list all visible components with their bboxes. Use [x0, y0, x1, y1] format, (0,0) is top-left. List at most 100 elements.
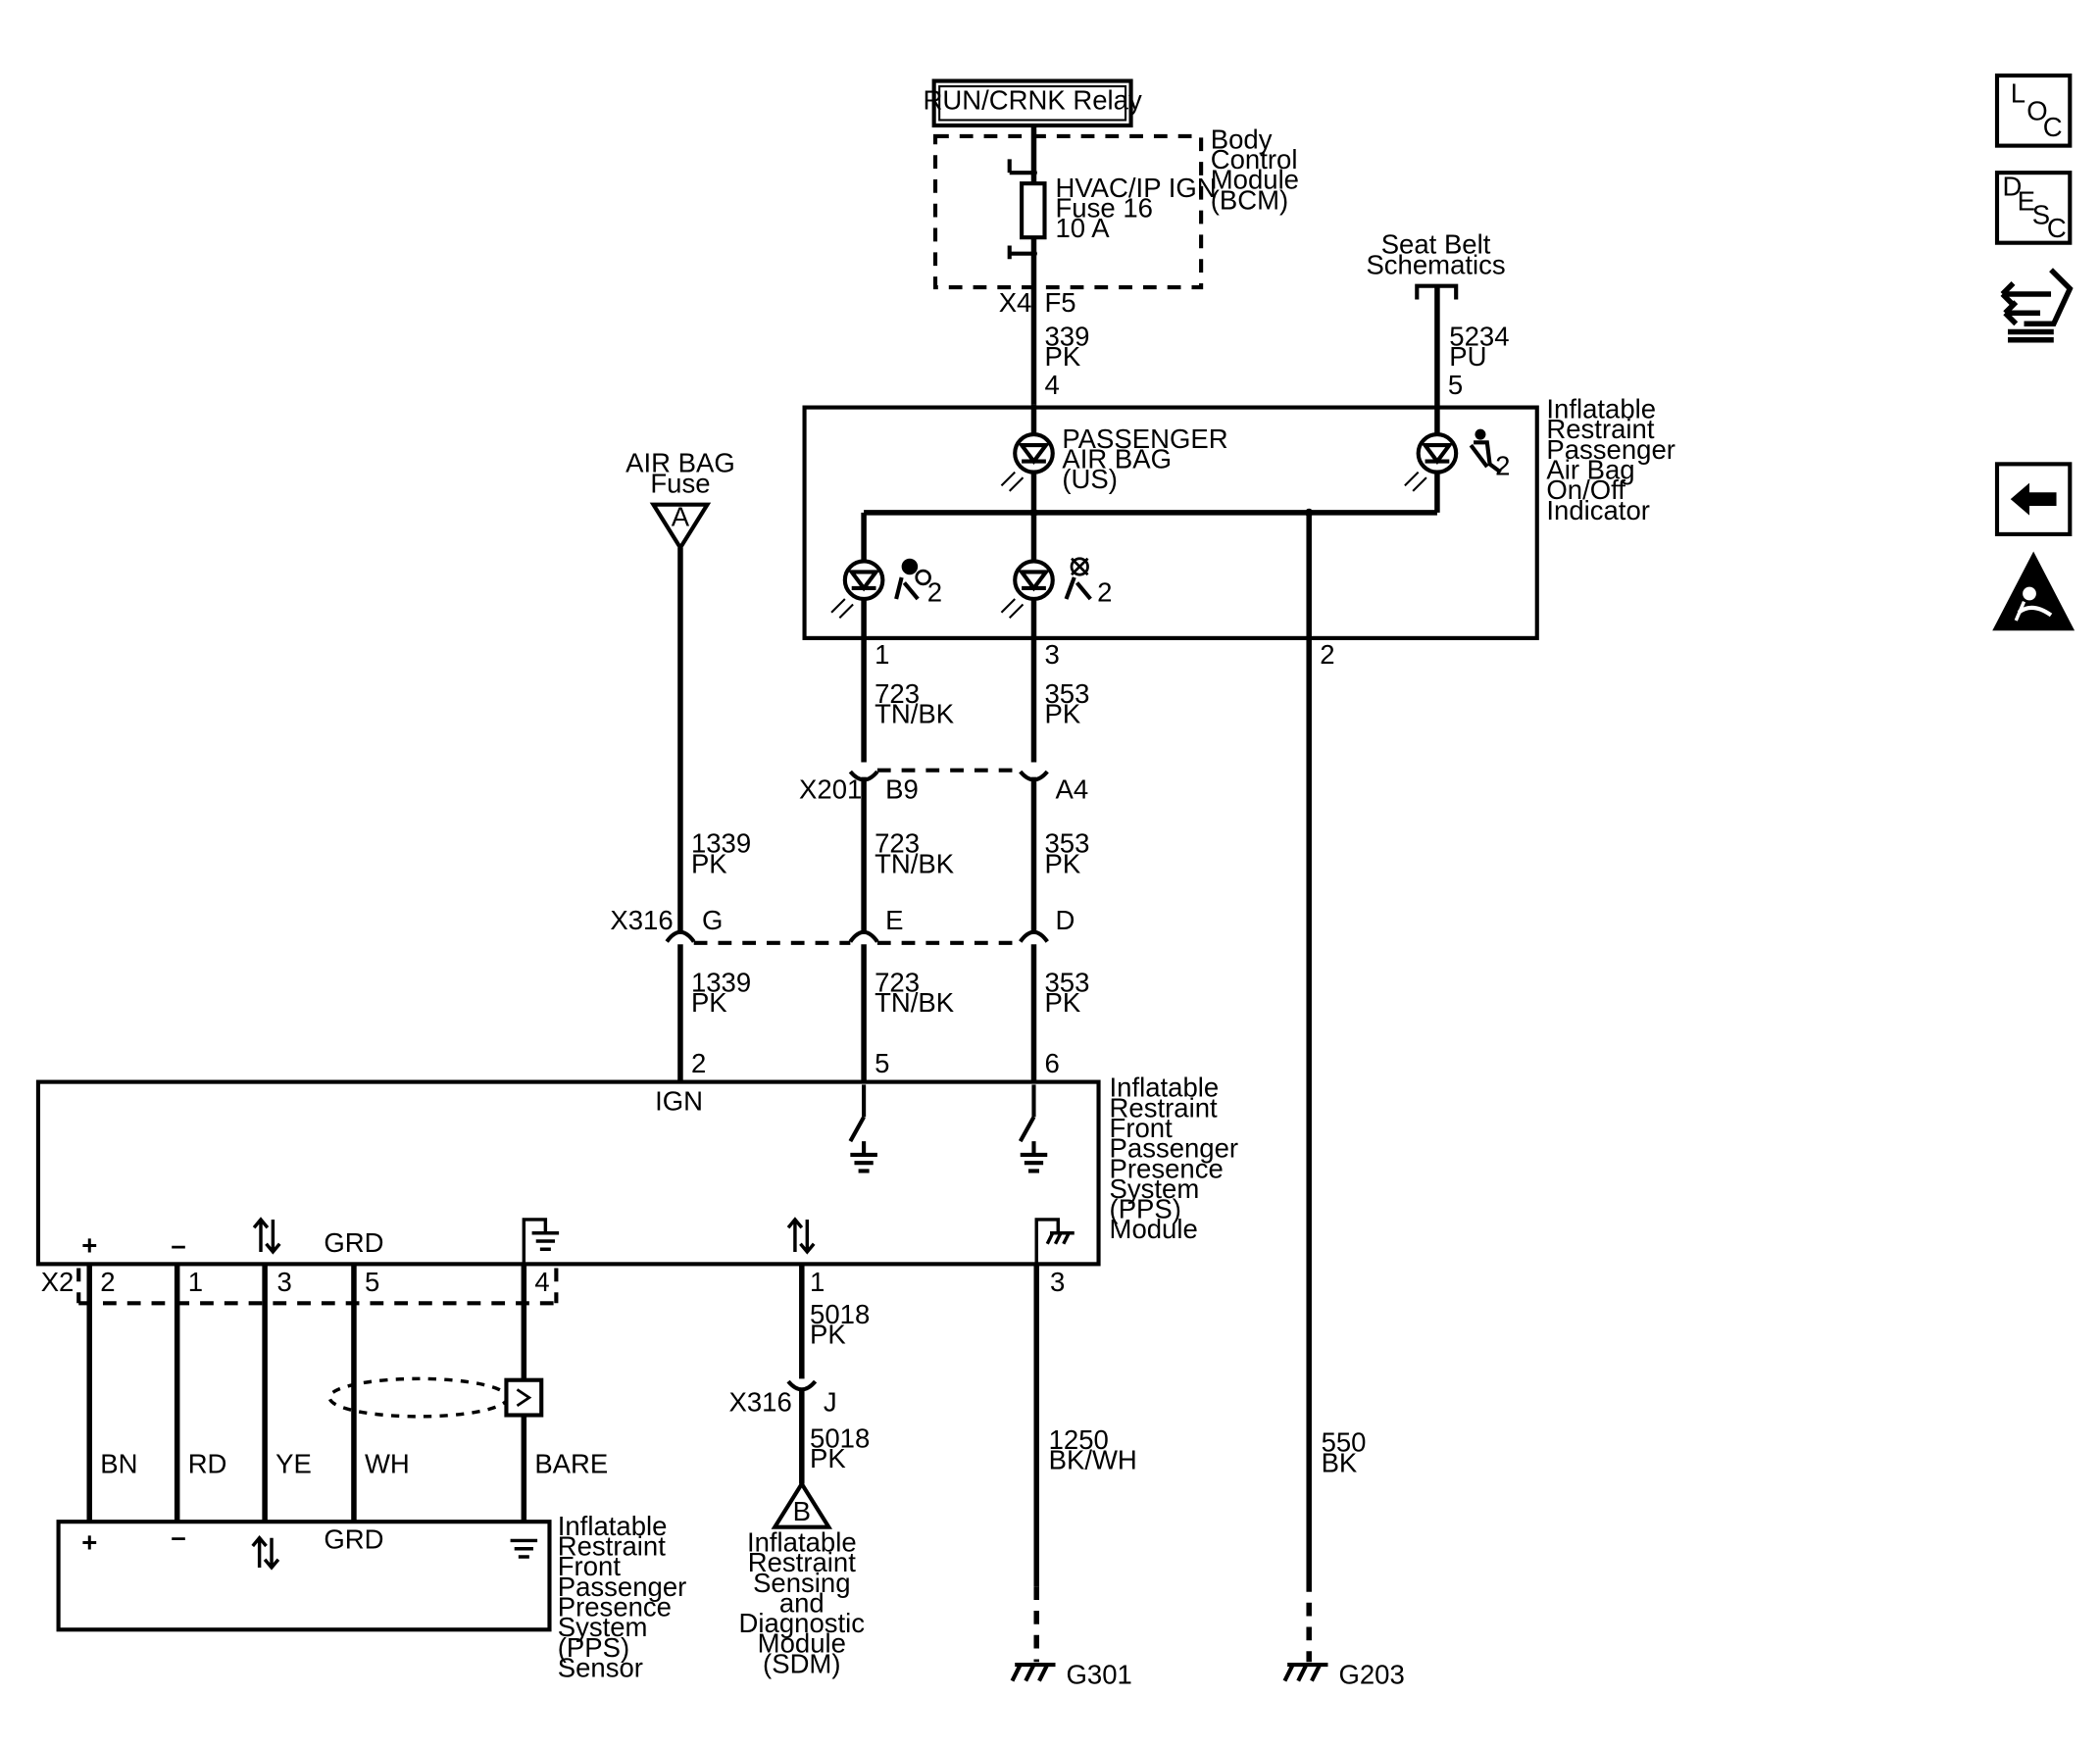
- run-crnk-relay: RUN/CRNK Relay: [924, 78, 1142, 128]
- loc-letter-c: C: [2043, 112, 2063, 142]
- wire-1339-circuit-b: 1339: [691, 967, 751, 997]
- desc-letter-s: S: [2032, 199, 2050, 229]
- x316-label: X316: [610, 905, 673, 935]
- fuse-line-3: 10 A: [1056, 213, 1111, 243]
- sensor-title-7: (PPS): [558, 1632, 629, 1663]
- pps-pin-2: 2: [691, 1048, 706, 1078]
- wire-5018-color-a: PK: [810, 1320, 846, 1350]
- wire-550-color: BK: [1322, 1447, 1358, 1477]
- relay-label: RUN/CRNK Relay: [924, 84, 1142, 115]
- sdm-line-3: Sensing: [753, 1568, 850, 1598]
- sensor-title-8: Sensor: [558, 1652, 643, 1682]
- pps-term-minus: –: [171, 1230, 185, 1261]
- pps-pin-1-bottom: 1: [810, 1267, 825, 1297]
- wire-353-circuit-c: 353: [1044, 967, 1089, 997]
- pps-module: 2 5 6 IGN + – GRD Inflatable Restraint: [35, 1048, 1238, 1306]
- pps-ground-icon: [522, 1218, 560, 1263]
- x316-label-2: X316: [728, 1386, 791, 1417]
- indicator-pin-2: 2: [1320, 639, 1334, 670]
- airbag-fuse-line-2: Fuse: [650, 468, 710, 498]
- lamp-airbag-on: 2: [830, 558, 942, 619]
- x201-pin-b9: B9: [885, 774, 919, 805]
- harness-bare: BARE: [534, 1449, 608, 1479]
- sensor-bidirectional-arrow-icon: [251, 1535, 280, 1571]
- connector-tool-icon[interactable]: [2000, 268, 2074, 343]
- pps-pin-5: 5: [875, 1048, 889, 1078]
- lamp-label-2: AIR BAG: [1062, 443, 1172, 474]
- desc-letter-c: C: [2047, 213, 2067, 243]
- back-arrow-icon: [2010, 482, 2057, 516]
- pps-title-3: Front: [1110, 1113, 1174, 1143]
- wire-5234-circuit: 5234: [1449, 321, 1509, 351]
- indicator-pin-3: 3: [1044, 639, 1059, 670]
- wire-723-color-c: TN/BK: [875, 987, 955, 1018]
- x201-label: X201: [799, 774, 862, 805]
- airbag-fuse-line-1: AIR BAG: [625, 448, 735, 478]
- wire-5234-color: PU: [1449, 341, 1486, 372]
- harness-rd: RD: [188, 1449, 227, 1479]
- x2-pin-1: 1: [188, 1267, 203, 1297]
- wire-339-color: PK: [1044, 341, 1080, 372]
- wire-353-color-b: PK: [1044, 848, 1080, 878]
- sensor-term-grd: GRD: [324, 1524, 383, 1555]
- lamp-label-1: PASSENGER: [1062, 424, 1227, 454]
- sensor-term-minus: –: [171, 1522, 185, 1552]
- sdm-line-2: Restraint: [748, 1547, 856, 1577]
- sensor-title-4: Passenger: [558, 1572, 687, 1602]
- airbag-fuse-ref-letter: A: [672, 502, 690, 532]
- indicator-title-1: Inflatable: [1546, 394, 1656, 424]
- pps-pin-6: 6: [1044, 1048, 1059, 1078]
- bcm-connector: X4: [999, 287, 1032, 318]
- lamp-label-3: (US): [1062, 464, 1118, 494]
- chassis-ground-icon: [1034, 1218, 1075, 1263]
- indicator-title-2: Restraint: [1546, 414, 1654, 444]
- wire-723-color-a: TN/BK: [875, 699, 955, 729]
- loc-letter-o: O: [2026, 95, 2047, 125]
- wire-5018-circuit-a: 5018: [810, 1299, 870, 1329]
- harness-wh: WH: [365, 1449, 410, 1479]
- airbag-off-suffix: 2: [1097, 577, 1112, 608]
- bcm-pin: F5: [1044, 287, 1075, 318]
- bidirectional-arrow-icon-2: [786, 1217, 816, 1255]
- indicator-pin-1: 1: [875, 639, 889, 670]
- indicator-title-6: Indicator: [1546, 495, 1650, 525]
- switch-ground-6: [1018, 1084, 1048, 1173]
- x316-pin-j: J: [824, 1386, 837, 1417]
- sensor-title-3: Front: [558, 1551, 622, 1581]
- seat-belt-schematics-ref: Seat Belt Schematics 5234 PU: [1366, 229, 1510, 513]
- lamp-seat-belt: 2: [1404, 428, 1510, 492]
- nav-loc-button[interactable]: L O C: [1994, 73, 2073, 148]
- airbag-fuse-ref: AIR BAG Fuse A 1339 PK: [625, 448, 751, 931]
- pps-title-1: Inflatable: [1110, 1073, 1220, 1103]
- pps-title-8: Module: [1110, 1214, 1198, 1244]
- wire-353-color-a: PK: [1044, 699, 1080, 729]
- sdm-line-6: Module: [758, 1628, 846, 1659]
- indicator-title-4: Air Bag: [1546, 455, 1634, 485]
- pps-title-7: (PPS): [1110, 1194, 1181, 1224]
- harness-bn: BN: [100, 1449, 137, 1479]
- pps-title-6: System: [1110, 1173, 1200, 1204]
- pps-term-grd: GRD: [324, 1227, 383, 1258]
- nav-desc-button[interactable]: D E S C: [1994, 171, 2073, 245]
- wire-550-circuit: 550: [1322, 1427, 1367, 1458]
- connector-x316: X316 G E D: [610, 905, 1075, 1082]
- desc-letter-e: E: [2018, 186, 2035, 217]
- indicator-title-5: On/Off: [1546, 474, 1625, 505]
- back-arrow-button[interactable]: [1994, 462, 2073, 536]
- x316-pin-d: D: [1056, 905, 1075, 935]
- sensor-title-2: Restraint: [558, 1531, 666, 1562]
- seat-belt-icon: [1469, 428, 1502, 474]
- bidirectional-arrow-icon: [252, 1217, 281, 1255]
- wire-1339-color-b: PK: [691, 987, 727, 1018]
- airbag-warning-icon[interactable]: [1992, 551, 2075, 631]
- sensor-title-1: Inflatable: [558, 1511, 668, 1541]
- wire-723-circuit-b: 723: [875, 828, 920, 859]
- body-control-module: HVAC/IP IGN Fuse 16 10 A Body Control Mo…: [932, 124, 1299, 405]
- pps-sensor: + – GRD Inflatable Restraint Front Passe…: [56, 1511, 687, 1682]
- sdm-line-7: (SDM): [763, 1648, 840, 1678]
- x2-pin-3: 3: [277, 1267, 292, 1297]
- switch-ground-5: [848, 1084, 877, 1173]
- bcm-title-3: Module: [1211, 165, 1299, 195]
- sensor-ground-icon: [510, 1538, 538, 1559]
- x2-pin-2: 2: [100, 1267, 115, 1297]
